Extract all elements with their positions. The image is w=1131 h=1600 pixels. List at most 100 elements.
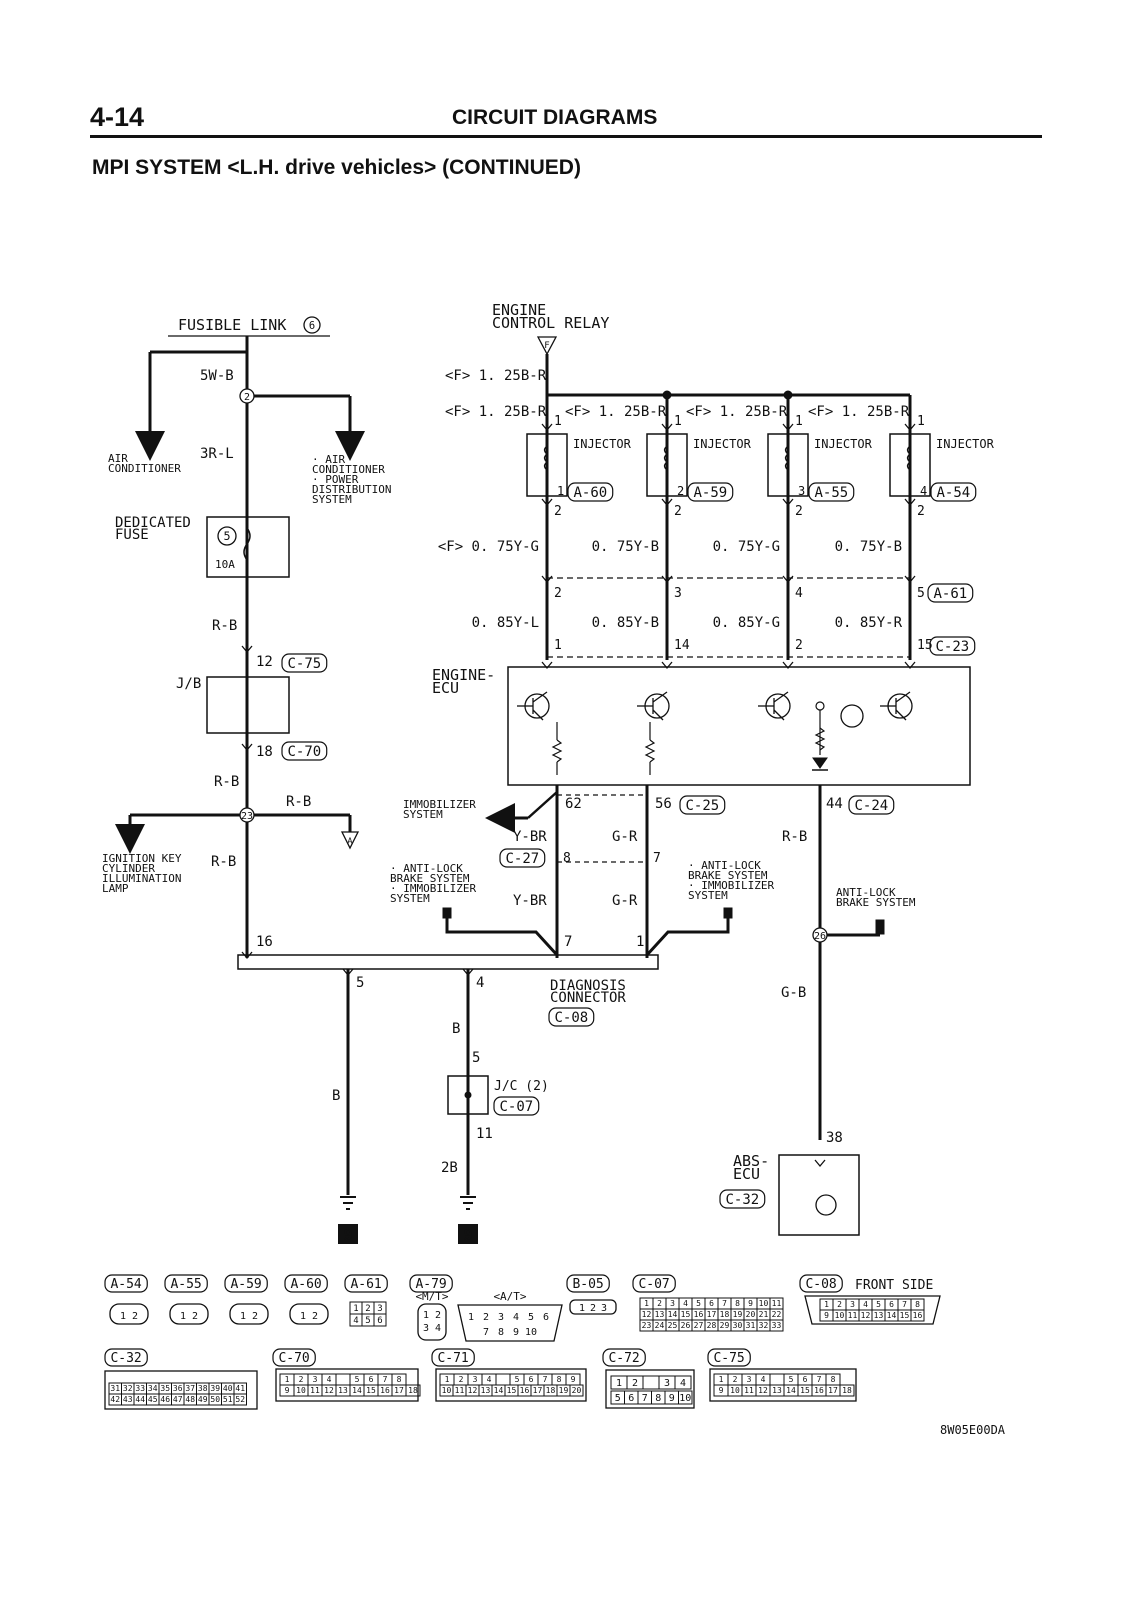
- injector-3-bottom: [782, 498, 794, 507]
- legend-c07-r1-pin: 10: [759, 1299, 769, 1308]
- engine-control-relay-label: ENGINE: [492, 301, 546, 319]
- ecu-input-4-mark: [904, 661, 916, 670]
- injector-4-pin-out: 2: [917, 504, 925, 519]
- legend-a79-at-pin: 9: [513, 1327, 519, 1338]
- injector-4-out-wire: 0. 75Y-B: [835, 539, 902, 555]
- legend-c70-r2-cell: [405, 1384, 421, 1397]
- pin-4: 4: [476, 975, 484, 991]
- injector-1-body: [526, 433, 568, 497]
- engine-ecu-box: [507, 666, 971, 786]
- legend-c07-r1-pin: 1: [644, 1299, 649, 1308]
- legend-c08-r1-pin: 8: [915, 1300, 920, 1309]
- legend-c72-r1-cell: [674, 1375, 692, 1390]
- legend-2pin-shell: [229, 1303, 269, 1325]
- injector-2-bottom: [661, 498, 673, 507]
- air-cond-power-label: · AIR: [312, 453, 345, 466]
- legend-c71-r1-pin: 3: [473, 1375, 478, 1384]
- legend-c32-r2-pin: 47: [173, 1395, 183, 1404]
- jc-pin-11: 11: [476, 1126, 493, 1142]
- ecu-pin-4: 15: [917, 638, 933, 653]
- abs-ecu-label: ECU: [733, 1165, 760, 1183]
- diag-pin-5-mark: [342, 968, 354, 977]
- ecu-transistor-e: [532, 709, 544, 721]
- wire-2b: 2B: [441, 1160, 458, 1176]
- legend-c07-r2-pin: 17: [707, 1310, 717, 1319]
- abs-ecu-box: [778, 1154, 860, 1236]
- injector-4-top: [904, 423, 916, 432]
- legend-c75-r2-pin: 18: [842, 1386, 852, 1395]
- ecu-wire-4: 0. 85Y-R: [835, 615, 903, 631]
- conn-c-23-outline: [929, 636, 976, 656]
- legend-c71-r2-pin: 15: [507, 1386, 517, 1395]
- legend-c-32: C-32: [110, 1351, 141, 1366]
- legend-c32-r1-pin: 39: [210, 1384, 220, 1393]
- injector-2-body: [646, 433, 688, 497]
- legend-c71-r2-pin: 19: [559, 1386, 569, 1395]
- legend-c07-r1-pin: 11: [772, 1299, 782, 1308]
- wire-g-r-1: G-R: [612, 829, 638, 845]
- conn-a-61: A-61: [934, 586, 968, 602]
- ecu-transistor-c: [773, 691, 789, 703]
- junction-2-circle: [239, 388, 255, 404]
- ignition-key-label: LAMP: [102, 882, 129, 895]
- legend-a79-at-pin: 6: [543, 1312, 549, 1323]
- legend-a-55-outline: [164, 1274, 208, 1293]
- legend-c08-r2-pin: 16: [913, 1311, 923, 1320]
- antilock-abs-label: ANTI-LOCK: [836, 886, 896, 899]
- legend-c75-r2-pin: 17: [828, 1386, 838, 1395]
- legend-a79-at-pin: 7: [483, 1327, 489, 1338]
- legend-a61-bottom-pin: 5: [365, 1316, 370, 1326]
- legend-c71-r2-pin: 13: [481, 1386, 491, 1395]
- legend-c07-r2-pin: 12: [642, 1310, 652, 1319]
- dedicated-fuse-box: [206, 516, 290, 578]
- conn-c-07: C-07: [500, 1099, 534, 1115]
- ground-2-number: 9: [463, 1226, 472, 1244]
- jb-top-terminal: [241, 645, 253, 654]
- legend-c70-r2-pin: 11: [310, 1386, 320, 1395]
- legend-c32-r1-pin: 36: [173, 1384, 183, 1393]
- legend-a-59-outline: [224, 1274, 268, 1293]
- pin-18: 18: [256, 744, 273, 760]
- injector-4-pin-in: 1: [917, 414, 925, 429]
- legend-c07-r3-pin: 24: [655, 1321, 665, 1330]
- legend-c-70: C-70: [278, 1351, 309, 1366]
- conn-c-25-outline: [679, 795, 726, 815]
- jb-label: J/B: [176, 676, 201, 692]
- legend-c70-r1-pin: 5: [355, 1375, 360, 1384]
- legend-2pin-2: 2: [252, 1311, 258, 1322]
- ecu-pin-56: 56: [655, 796, 672, 812]
- a61-pin-3: 4: [795, 586, 803, 601]
- legend-b05-pin: 2: [590, 1303, 596, 1314]
- legend-c75-r1-pin: 7: [817, 1375, 822, 1384]
- legend-c75-r2-pin: 10: [730, 1386, 740, 1395]
- jc2-label: J/C (2): [494, 1079, 549, 1094]
- legend-c70-r2-pin: 18: [408, 1386, 418, 1395]
- legend-c75-r1-pin: 4: [761, 1375, 766, 1384]
- air-conditioner-label: CONDITIONER: [108, 462, 181, 475]
- antilock-abs-label: BRAKE SYSTEM: [836, 896, 916, 909]
- wire-g-r-2: G-R: [612, 893, 638, 909]
- ecu-diode: [812, 757, 828, 769]
- legend-a79-at-pin: 2: [483, 1312, 489, 1323]
- ecu-wire-3: 0. 85Y-G: [713, 615, 780, 631]
- legend-c08-r2-pin: 14: [887, 1311, 897, 1320]
- a61-pin-1: 2: [554, 586, 562, 601]
- pin-7: 7: [653, 851, 661, 866]
- legend-c75-shell: [709, 1368, 857, 1402]
- dedicated-fuse-label: DEDICATED: [115, 515, 191, 531]
- ecu-transistor-e: [895, 709, 907, 721]
- legend-c32-r2-pin: 42: [110, 1395, 120, 1404]
- legend-c70-r2-pin: 14: [352, 1386, 362, 1395]
- injector-4-number: 4: [920, 484, 927, 498]
- diagnosis-connector-bar: [237, 954, 659, 970]
- legend-c07-r3-pin: 28: [707, 1321, 717, 1330]
- legend-c71-r2-pin: 12: [468, 1386, 478, 1395]
- junction-23-circle: [239, 807, 255, 823]
- legend-a61-top-pin: 2: [365, 1304, 370, 1314]
- injector-1-label: INJECTOR: [573, 437, 632, 451]
- legend-a79-mt: [417, 1303, 447, 1341]
- legend-c32-r1-pin: 41: [235, 1384, 245, 1393]
- legend-c75-r1-pin: 2: [733, 1375, 738, 1384]
- legend-c08-r1-pin: 1: [824, 1300, 829, 1309]
- legend-c08-r1-pin: 2: [837, 1300, 842, 1309]
